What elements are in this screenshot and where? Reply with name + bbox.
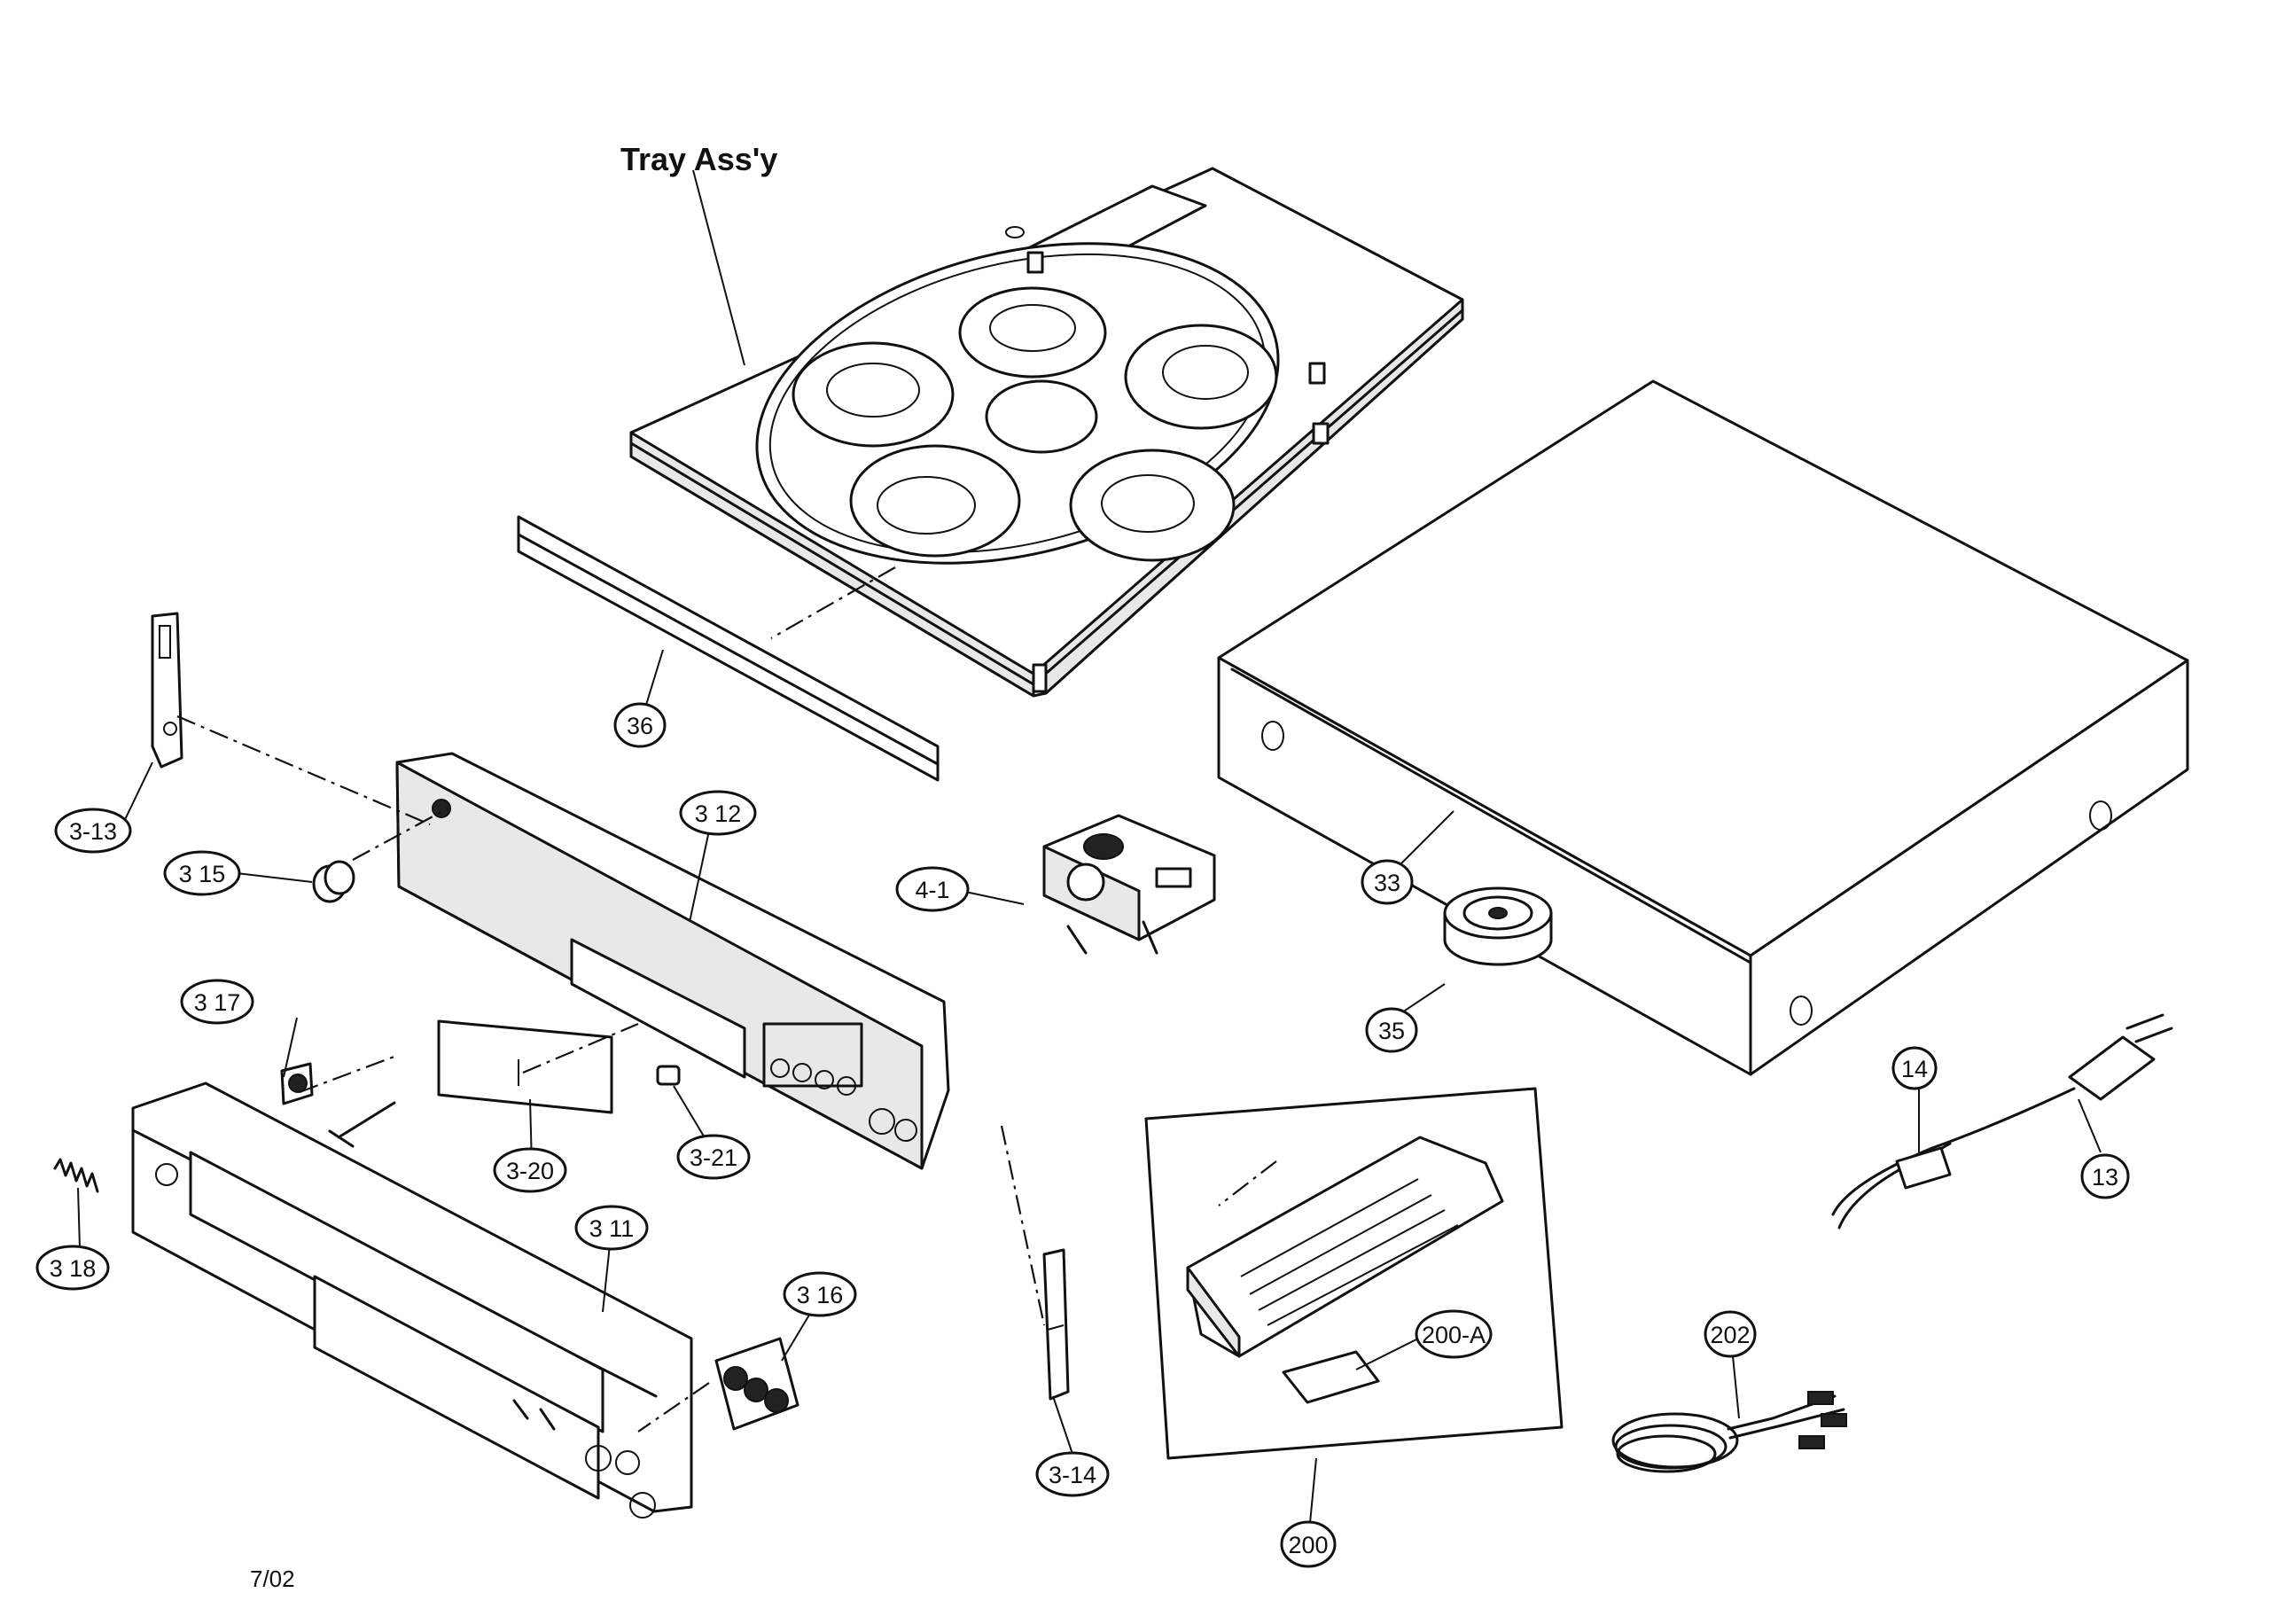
part-number-3-12: 3 12 [695,800,742,827]
callout-13: 13 [2080,1153,2130,1199]
display-window-3-20 [437,1019,613,1114]
part-number-3-11: 3 11 [589,1215,635,1242]
callout-3-16: 3 16 [783,1271,857,1317]
button-cap-3-15 [312,860,355,903]
screw [328,1101,396,1148]
bracket-3-13 [151,612,183,769]
callout-33: 33 [1361,859,1414,905]
part-number-3-13: 3-13 [69,818,117,845]
revision-date: 7/02 [250,1565,295,1592]
remote-control-200 [1144,1087,1564,1460]
part-number-3-21: 3-21 [690,1144,737,1171]
part-number-3-15: 3 15 [179,861,226,887]
callout-202: 202 [1704,1310,1757,1358]
top-cover-33 [1217,379,2189,1076]
callout-3-21: 3-21 [676,1134,751,1180]
part-number-202: 202 [1710,1322,1750,1348]
part-number-13: 13 [2092,1164,2118,1191]
part-number-35: 35 [1378,1018,1405,1044]
loader-mechanism-4-1 [1042,814,1216,955]
part-number-14: 14 [1901,1056,1928,1082]
callout-4-1: 4-1 [895,866,970,912]
callout-3-17: 3 17 [180,979,254,1025]
callout-35: 35 [1365,1007,1418,1053]
callout-14: 14 [1891,1046,1938,1090]
bracket-3-14 [1042,1248,1070,1401]
part-number-200: 200 [1288,1532,1328,1558]
callout-3-13: 3-13 [54,808,132,854]
callout-3-18: 3 18 [35,1245,110,1291]
tray-assembly-label: Tray Ass'y [620,141,777,177]
callout-36: 36 [613,702,667,748]
callout-3-11: 3 11 [574,1205,649,1251]
jack-panel-3-16 [714,1337,799,1431]
foot-35 [1443,886,1553,966]
part-number-3-18: 3 18 [50,1255,97,1282]
part-number-3-17: 3 17 [194,989,241,1016]
callout-3-20: 3-20 [493,1147,567,1193]
spring-3-18 [53,1158,99,1193]
part-number-4-1: 4-1 [915,877,949,903]
tray-assembly [629,167,1464,698]
part-number-200-a: 200-A [1422,1322,1486,1348]
front-chassis [395,752,950,1170]
callout-200: 200 [1280,1520,1337,1568]
assembly-lines [176,566,1277,1433]
part-number-3-20: 3-20 [506,1158,554,1184]
part-number-36: 36 [627,713,653,739]
knob-3-17 [280,1062,314,1105]
callout-3-15: 3 15 [163,850,241,896]
strain-relief-14 [1895,1146,1952,1190]
callout-3-14: 3-14 [1035,1451,1110,1497]
callout-200-a: 200-A [1415,1309,1493,1359]
av-cable-202 [1611,1391,1847,1473]
part-number-3-16: 3 16 [797,1282,844,1308]
power-cord-13 [1831,1013,2173,1230]
part-number-33: 33 [1374,870,1400,896]
part-number-3-14: 3-14 [1049,1462,1096,1488]
callout-3-12: 3 12 [679,790,757,836]
small-lens-3-21 [656,1065,681,1086]
front-panel-3-11 [131,1081,693,1519]
front-trim-strip-36 [517,515,940,782]
